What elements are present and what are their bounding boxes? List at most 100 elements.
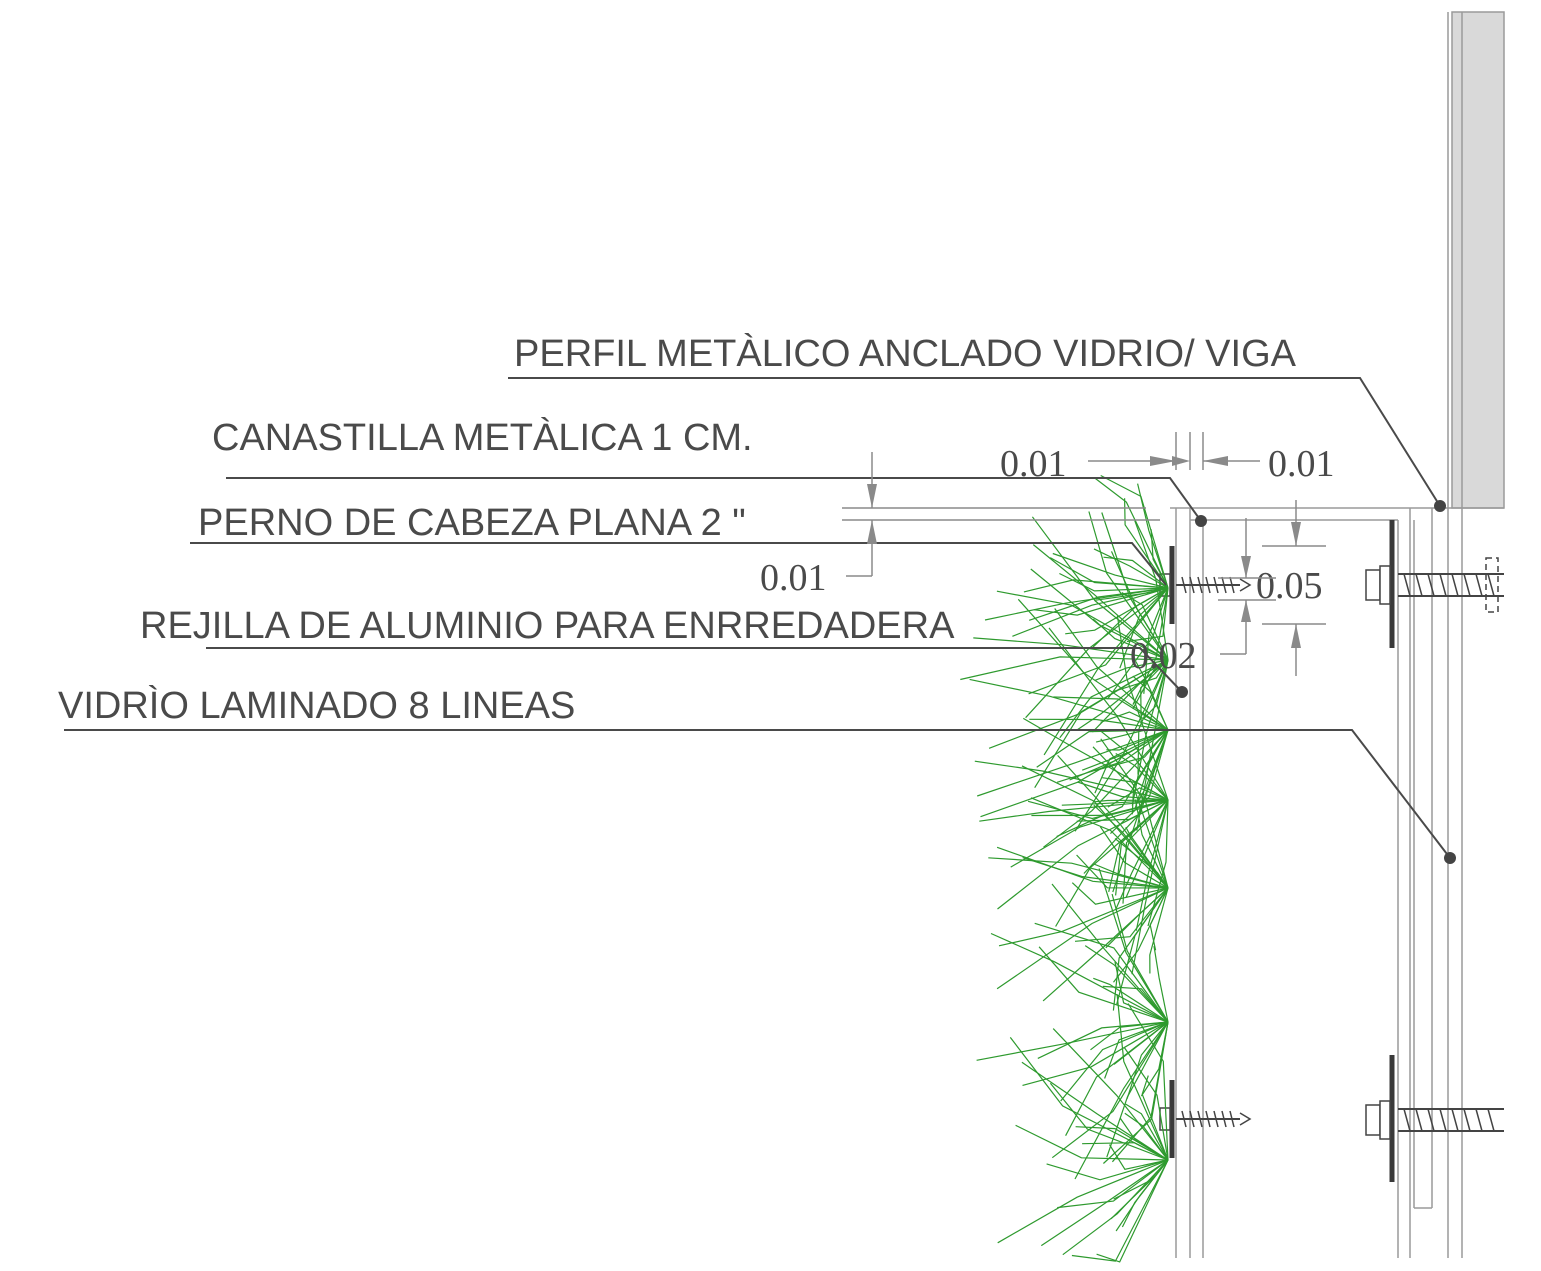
metal-profile [1170,507,1504,1258]
plant-stem [1098,729,1169,801]
plant-stem [1121,591,1169,661]
plant-stem [988,659,1169,749]
plant-stem [1098,868,1169,1023]
plant-stem [974,760,1169,801]
plant-stem [979,799,1169,822]
callout-canastilla: CANASTILLA METÀLICA 1 CM. [212,416,1207,527]
plant-stem [1147,799,1169,927]
bolt-top-right [1365,557,1504,613]
label-canastilla: CANASTILLA METÀLICA 1 CM. [212,416,753,459]
plant-stem [976,1021,1169,1061]
plant-stem [1021,765,1169,889]
dim-offset-low: 0.02 [1130,635,1197,677]
plant-stem [1071,1159,1169,1262]
plant-stem [1125,1103,1169,1161]
dim-plate-offset: 0.01 [760,557,827,599]
plant-stem [1084,945,1169,1023]
plant-stem [1038,946,1169,1023]
plant-stem [1021,1061,1169,1161]
plant-stem [990,932,1169,1023]
plant-stem [1092,746,1169,889]
plant-stem [1031,799,1169,817]
plant-stem [1029,718,1169,731]
plant-stem [1054,608,1169,731]
plant-stem [1113,887,1169,983]
plant-stem [1057,1159,1169,1209]
plant-stem [1109,729,1169,835]
label-rejilla: REJILLA DE ALUMINIO PARA ENRREDADERA [140,605,955,647]
plant-stem [1059,572,1169,592]
plant-stem [1107,787,1169,808]
plant-stem [1076,799,1169,822]
plant-stem [1075,1126,1169,1161]
dimension-plate-offset: 0.01 [760,452,1160,599]
plant-stem [1057,754,1169,889]
plant-stem [1102,985,1169,1023]
plant-stem [1116,994,1169,1161]
plant-stem [1088,511,1169,661]
plant-stem [988,857,1169,889]
plant-stem [1095,587,1169,601]
callout-rejilla: REJILLA DE ALUMINIO PARA ENRREDADERA [140,605,1188,698]
plant-stem [1049,557,1169,589]
plant-stem [996,590,1169,661]
plant-stem [1015,1124,1169,1161]
plant-stem [1032,544,1169,661]
plant-stem [1099,826,1169,889]
bolt-bottom-right [1365,1100,1504,1140]
plant-stem [1153,946,1169,1023]
plant-stem [1135,799,1169,931]
plant-stem [1113,659,1169,693]
plant-stem [1123,1047,1169,1161]
plant-stem [1074,887,1169,942]
plant-stem [1022,1021,1169,1086]
plant-stem [1100,711,1169,731]
plant-stem [1107,587,1169,700]
plant-stem [977,729,1169,797]
plant-stem [1094,477,1169,589]
label-perno: PERNO DE CABEZA PLANA 2 " [198,502,746,544]
plant-stem [1028,587,1169,695]
plant-stem [1141,1075,1169,1161]
plant-stem [1077,781,1169,801]
plant-stem [1060,1021,1169,1102]
plant-stem [1116,615,1169,801]
dim-gap-left: 0.01 [1000,443,1067,485]
plant-stem [1071,882,1169,905]
plant-stem [1065,1021,1169,1136]
plant-stem [1108,1144,1169,1170]
label-vidrio: VIDRÌO LAMINADO 8 LINEAS [58,684,575,727]
plant-stem [1124,1112,1169,1161]
plant-stem [1092,618,1169,661]
plant-stem [984,587,1169,621]
plant-stem [1048,627,1169,801]
plant-stem [1043,729,1169,848]
plant-stem [1100,738,1169,889]
dimension-top-gaps: 0.01 0.01 [1000,432,1335,485]
plant-stem [1126,587,1169,643]
plant-stem [1034,922,1169,1023]
plant-stem [1040,1159,1169,1247]
plant-stem [1105,887,1169,949]
plant-stem [1104,1021,1169,1079]
plant-stem [1115,752,1169,801]
plant-stem [1010,799,1169,868]
plant-stem [1093,977,1169,1023]
plant-stem [1093,548,1169,589]
plant-stem [1131,799,1169,975]
plant-stem [1149,887,1169,974]
plant-stem [1114,799,1169,911]
plant-stem [1093,804,1169,889]
plant-stem [1037,1021,1169,1059]
plant-stem [1046,1159,1169,1181]
plant-stem [1100,474,1169,589]
dimension-offset-low: 0.02 [1130,518,1276,677]
plant-stem [1022,717,1169,801]
climbing-plant [960,474,1169,1263]
plant-stem [1033,587,1169,616]
plant-stem [980,729,1169,818]
dimension-bolt-spacing: 0.05 [1256,500,1326,676]
plant-stem [1110,551,1169,661]
plant-stem [1094,729,1169,794]
